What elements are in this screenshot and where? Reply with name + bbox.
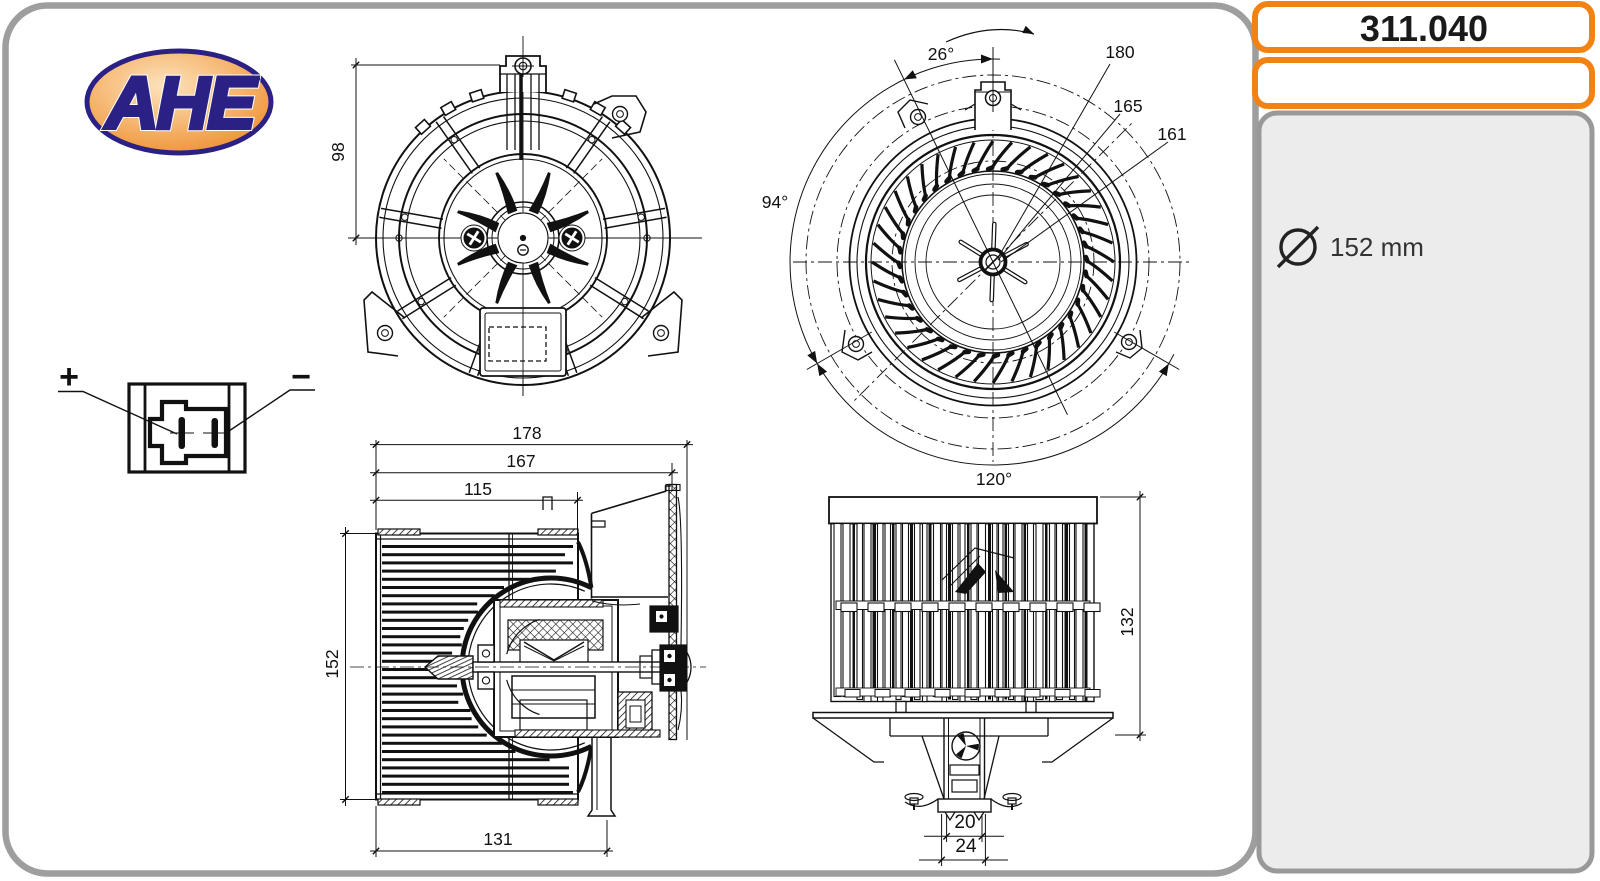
svg-text:152 mm: 152 mm [1330, 232, 1424, 262]
svg-text:132: 132 [1117, 607, 1137, 636]
svg-text:115: 115 [464, 479, 492, 499]
svg-text:180: 180 [1105, 42, 1134, 62]
svg-text:−: − [291, 358, 311, 396]
svg-text:311.040: 311.040 [1360, 8, 1488, 49]
svg-text:26°: 26° [928, 44, 954, 64]
svg-text:152: 152 [322, 649, 342, 678]
svg-text:AHE: AHE [104, 63, 258, 144]
svg-text:AHE: AHE [104, 63, 258, 144]
svg-text:24: 24 [955, 836, 977, 857]
svg-text:178: 178 [512, 423, 541, 443]
svg-text:165: 165 [1113, 96, 1142, 116]
svg-text:167: 167 [506, 451, 535, 471]
svg-text:131: 131 [483, 829, 512, 849]
svg-text:20: 20 [954, 812, 975, 833]
svg-text:94°: 94° [762, 192, 788, 212]
svg-text:120°: 120° [976, 469, 1012, 489]
svg-text:+: + [59, 358, 79, 396]
svg-text:98: 98 [328, 142, 348, 161]
svg-text:161: 161 [1157, 124, 1186, 144]
